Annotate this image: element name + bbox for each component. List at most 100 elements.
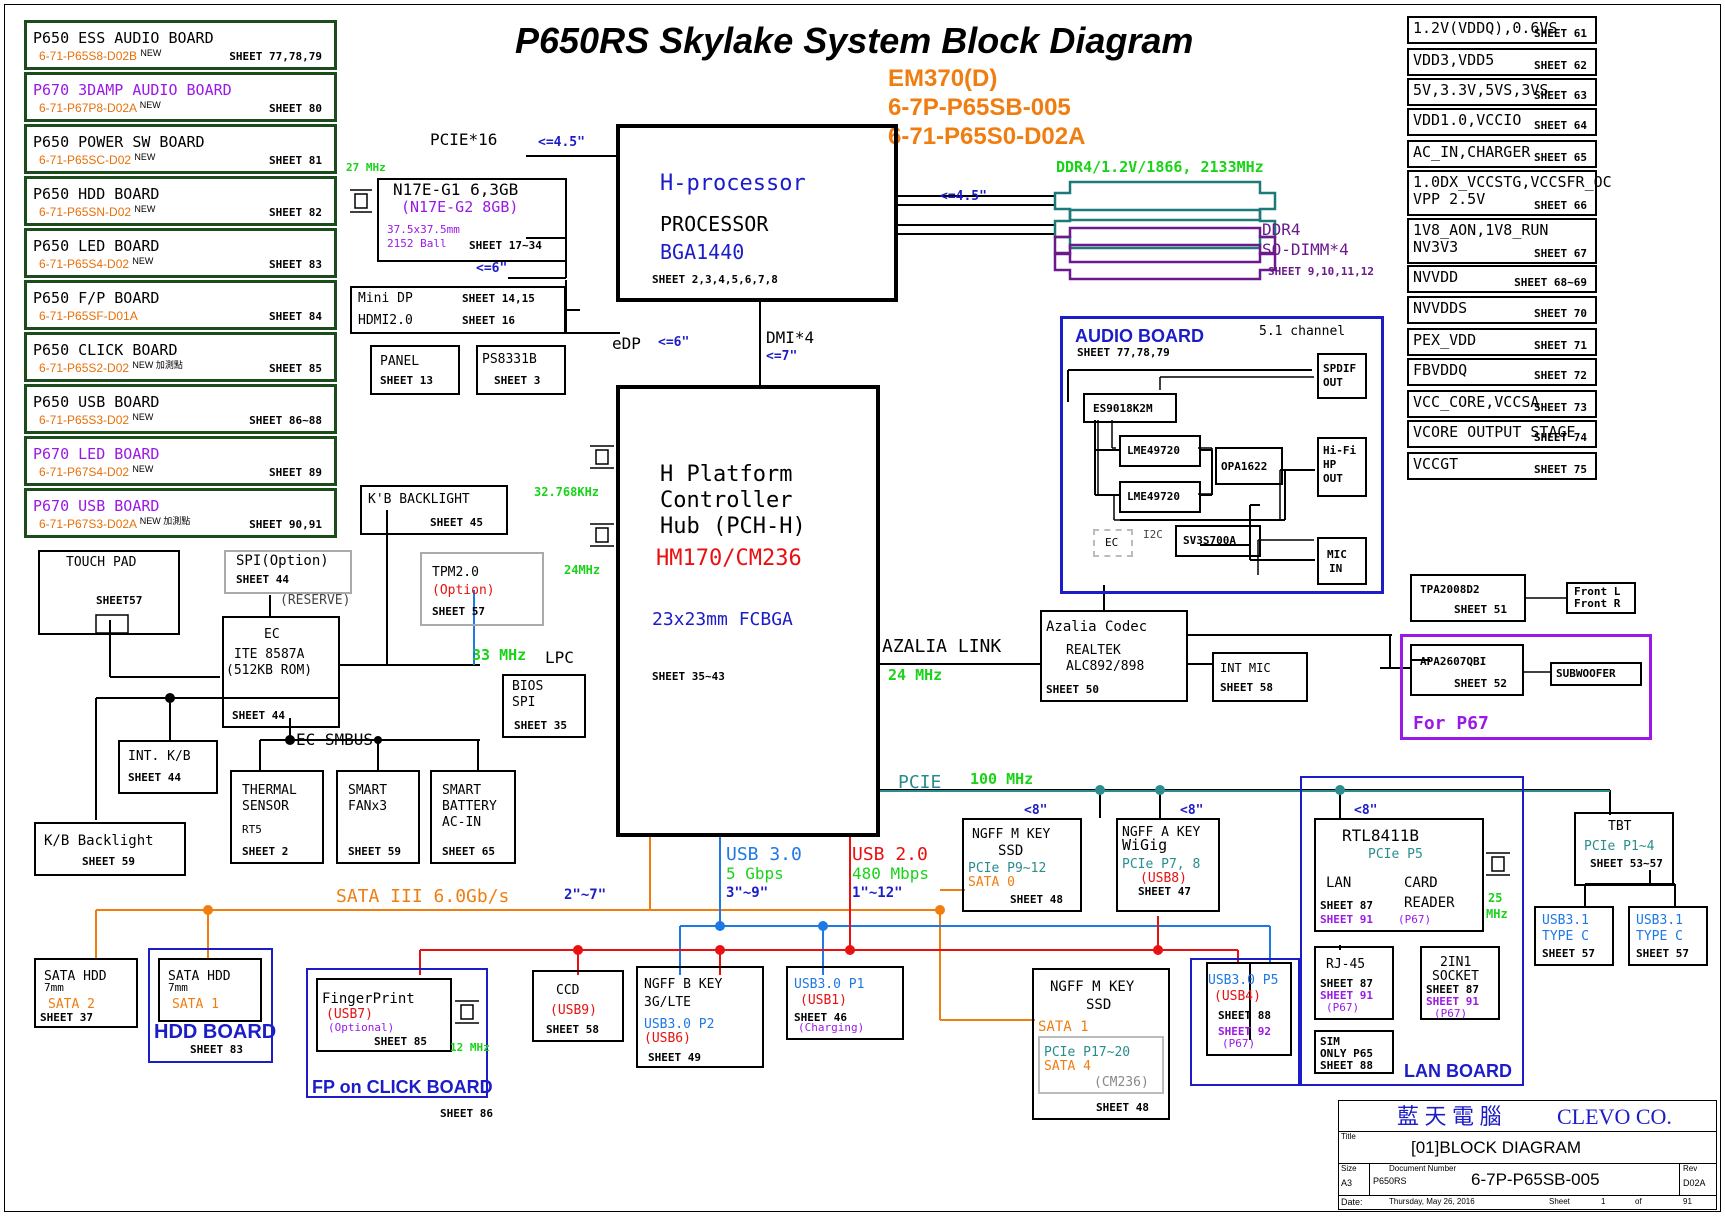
board-sheet: SHEET 84: [269, 310, 322, 323]
board-code-text: 6-71-P65SN-D02: [39, 205, 132, 219]
acin-label: AC-IN: [442, 815, 482, 830]
usb3-speed: 5 Gbps: [726, 864, 784, 883]
twoin1-socket: SOCKET: [1432, 969, 1479, 984]
audio-board-sheet: SHEET 77,78,79: [1077, 346, 1170, 359]
power-rail-name: FBVDDQ: [1413, 361, 1468, 379]
sim-sheet: SHEET 88: [1320, 1059, 1373, 1072]
i2c-label: I2C: [1143, 528, 1163, 541]
board-code: 6-71-P67S4-D02 NEW: [39, 464, 153, 479]
lme2-box: LME49720: [1119, 481, 1201, 513]
tbt-label: TBT: [1608, 819, 1632, 834]
hifi-label: Hi-Fi: [1323, 444, 1357, 457]
ps8331-sheet: SHEET 3: [494, 374, 541, 387]
power-rail-name: VCORE OUTPUT STAGE: [1413, 423, 1576, 441]
twoin1-box: 2IN1 SOCKET SHEET 87 SHEET 91 (P67): [1420, 946, 1500, 1020]
apa-box: APA2607QBI SHEET 52: [1410, 644, 1524, 696]
spi-option-box: SPI(Option) SHEET 44: [224, 550, 352, 594]
usb3-p5-usb: (USB4): [1214, 989, 1261, 1004]
sata-hdd2-port: SATA 2: [48, 997, 95, 1012]
twoin1-sheet2: SHEET 91: [1426, 995, 1479, 1008]
audio-board-frame: AUDIO BOARD 5.1 channel SHEET 77,78,79 E…: [1060, 316, 1384, 594]
fan-sheet: SHEET 59: [348, 845, 401, 858]
ngff-a-box: NGFF A KEY WiGig PCIe P7, 8 (USB8) SHEET…: [1116, 818, 1220, 912]
junction-dot: [845, 945, 855, 955]
p67-label: For P67: [1413, 713, 1489, 734]
diagram-title: P650RS Skylake System Block Diagram: [515, 20, 1194, 61]
twoin1-label: 2IN1: [1440, 955, 1472, 970]
rtl-reader: READER: [1404, 895, 1455, 911]
codec-sheet: SHEET 50: [1046, 683, 1099, 696]
fan-box: SMART FANx3 SHEET 59: [336, 770, 420, 864]
board-sheet: SHEET 81: [269, 154, 322, 167]
int-mic-sheet: SHEET 58: [1220, 681, 1273, 694]
fingerprint-sheet: SHEET 85: [374, 1035, 427, 1048]
company-name: CLEVO CO.: [1557, 1104, 1672, 1129]
ddr-spec: DDR4/1.2V/1866, 2133MHz: [1056, 158, 1264, 176]
codec-chip: ALC892/898: [1066, 659, 1145, 674]
hdmi-sheet: SHEET 16: [462, 314, 515, 327]
ccd-label: CCD: [556, 983, 580, 998]
spdif-out: OUT: [1323, 376, 1343, 389]
ngff-m2-sata4: SATA 4: [1044, 1059, 1091, 1074]
ngff-b-sheet: SHEET 49: [648, 1051, 701, 1064]
kb-backlight-label: K'B BACKLIGHT: [368, 492, 470, 507]
sata-bus-label: SATA III 6.0Gb/s: [336, 886, 510, 907]
company-chinese: 藍 天 電 腦: [1397, 1104, 1502, 1129]
ngff-m2-label: NGFF M KEY: [1050, 979, 1135, 995]
dmi-label: DMI*4: [766, 328, 815, 347]
tbt-sheet: SHEET 53~57: [1590, 857, 1663, 870]
junction-dot: [285, 735, 295, 745]
lpc-label: LPC: [545, 648, 574, 667]
power-rail-name: 1.2V(VDDQ),0.6VS: [1413, 19, 1558, 37]
power-rail-name: NVVDD: [1413, 268, 1459, 286]
int-kb-sheet: SHEET 44: [128, 771, 181, 784]
power-rail-name: NVVDDS: [1413, 299, 1468, 317]
pch-line1: H Platform: [660, 462, 793, 487]
gpu-sheet: SHEET 17~34: [469, 239, 542, 252]
fp-board-sheet: SHEET 86: [440, 1107, 493, 1120]
mic-box: MIC IN: [1317, 537, 1367, 585]
lan-clock-unit: MHz: [1486, 907, 1508, 921]
board-name: P650 F/P BOARD: [33, 289, 160, 307]
ngff-m2-sheet: SHEET 48: [1096, 1101, 1149, 1114]
edp-length: <=6": [658, 335, 690, 350]
size-label: Size: [1341, 1164, 1357, 1173]
power-rail-name: 5V,3.3V,5VS,3VS: [1413, 81, 1549, 99]
junction-dot: [935, 905, 945, 915]
kb-backlight2-box: K/B Backlight SHEET 59: [34, 822, 186, 876]
ngff-b-box: NGFF B KEY 3G/LTE USB3.0 P2 (USB6) SHEET…: [636, 966, 764, 1068]
rtl-sheet2: SHEET 91: [1320, 913, 1373, 926]
hifi-hp: HP: [1323, 458, 1337, 471]
es9018-box: ES9018K2M: [1083, 393, 1177, 423]
reserve-label: (RESERVE): [280, 593, 351, 608]
power-rail-sheet: SHEET 62: [1534, 59, 1587, 72]
rtl-pcie: PCIe P5: [1368, 847, 1423, 862]
ngff-a-usb: (USB8): [1140, 871, 1187, 886]
power-rail-name: VDD1.0,VCCIO: [1413, 111, 1522, 129]
board-sheet: SHEET 86~88: [249, 414, 322, 427]
ngff-m2-sata1: SATA 1: [1038, 1019, 1089, 1035]
board-code: 6-71-P67S3-D02A NEW 加測點: [39, 516, 190, 531]
board-code-text: 6-71-P67P8-D02A: [39, 101, 137, 115]
power-rail-sheet: SHEET 74: [1534, 431, 1587, 444]
lme1-label: LME49720: [1127, 444, 1180, 457]
docnum-sub: P650RS: [1373, 1176, 1407, 1186]
spi-option-sheet: SHEET 44: [236, 573, 289, 586]
usb31-b-label: USB3.1: [1636, 913, 1683, 928]
front-speaker-box: Front L Front R: [1566, 582, 1636, 614]
battery-sheet: SHEET 65: [442, 845, 495, 858]
sim-only: ONLY P65: [1320, 1047, 1373, 1060]
fp-board-title: FP on CLICK BOARD: [312, 1077, 493, 1097]
board-tag: NEW: [132, 256, 154, 266]
board-sheet: SHEET 90,91: [249, 518, 322, 531]
board-sheet: SHEET 82: [269, 206, 322, 219]
junction-dot: [165, 693, 175, 703]
tbt-pcie: PCIe P1~4: [1584, 839, 1655, 854]
ec-box: EC ITE 8587A (512KB ROM) SHEET 44: [222, 616, 340, 728]
